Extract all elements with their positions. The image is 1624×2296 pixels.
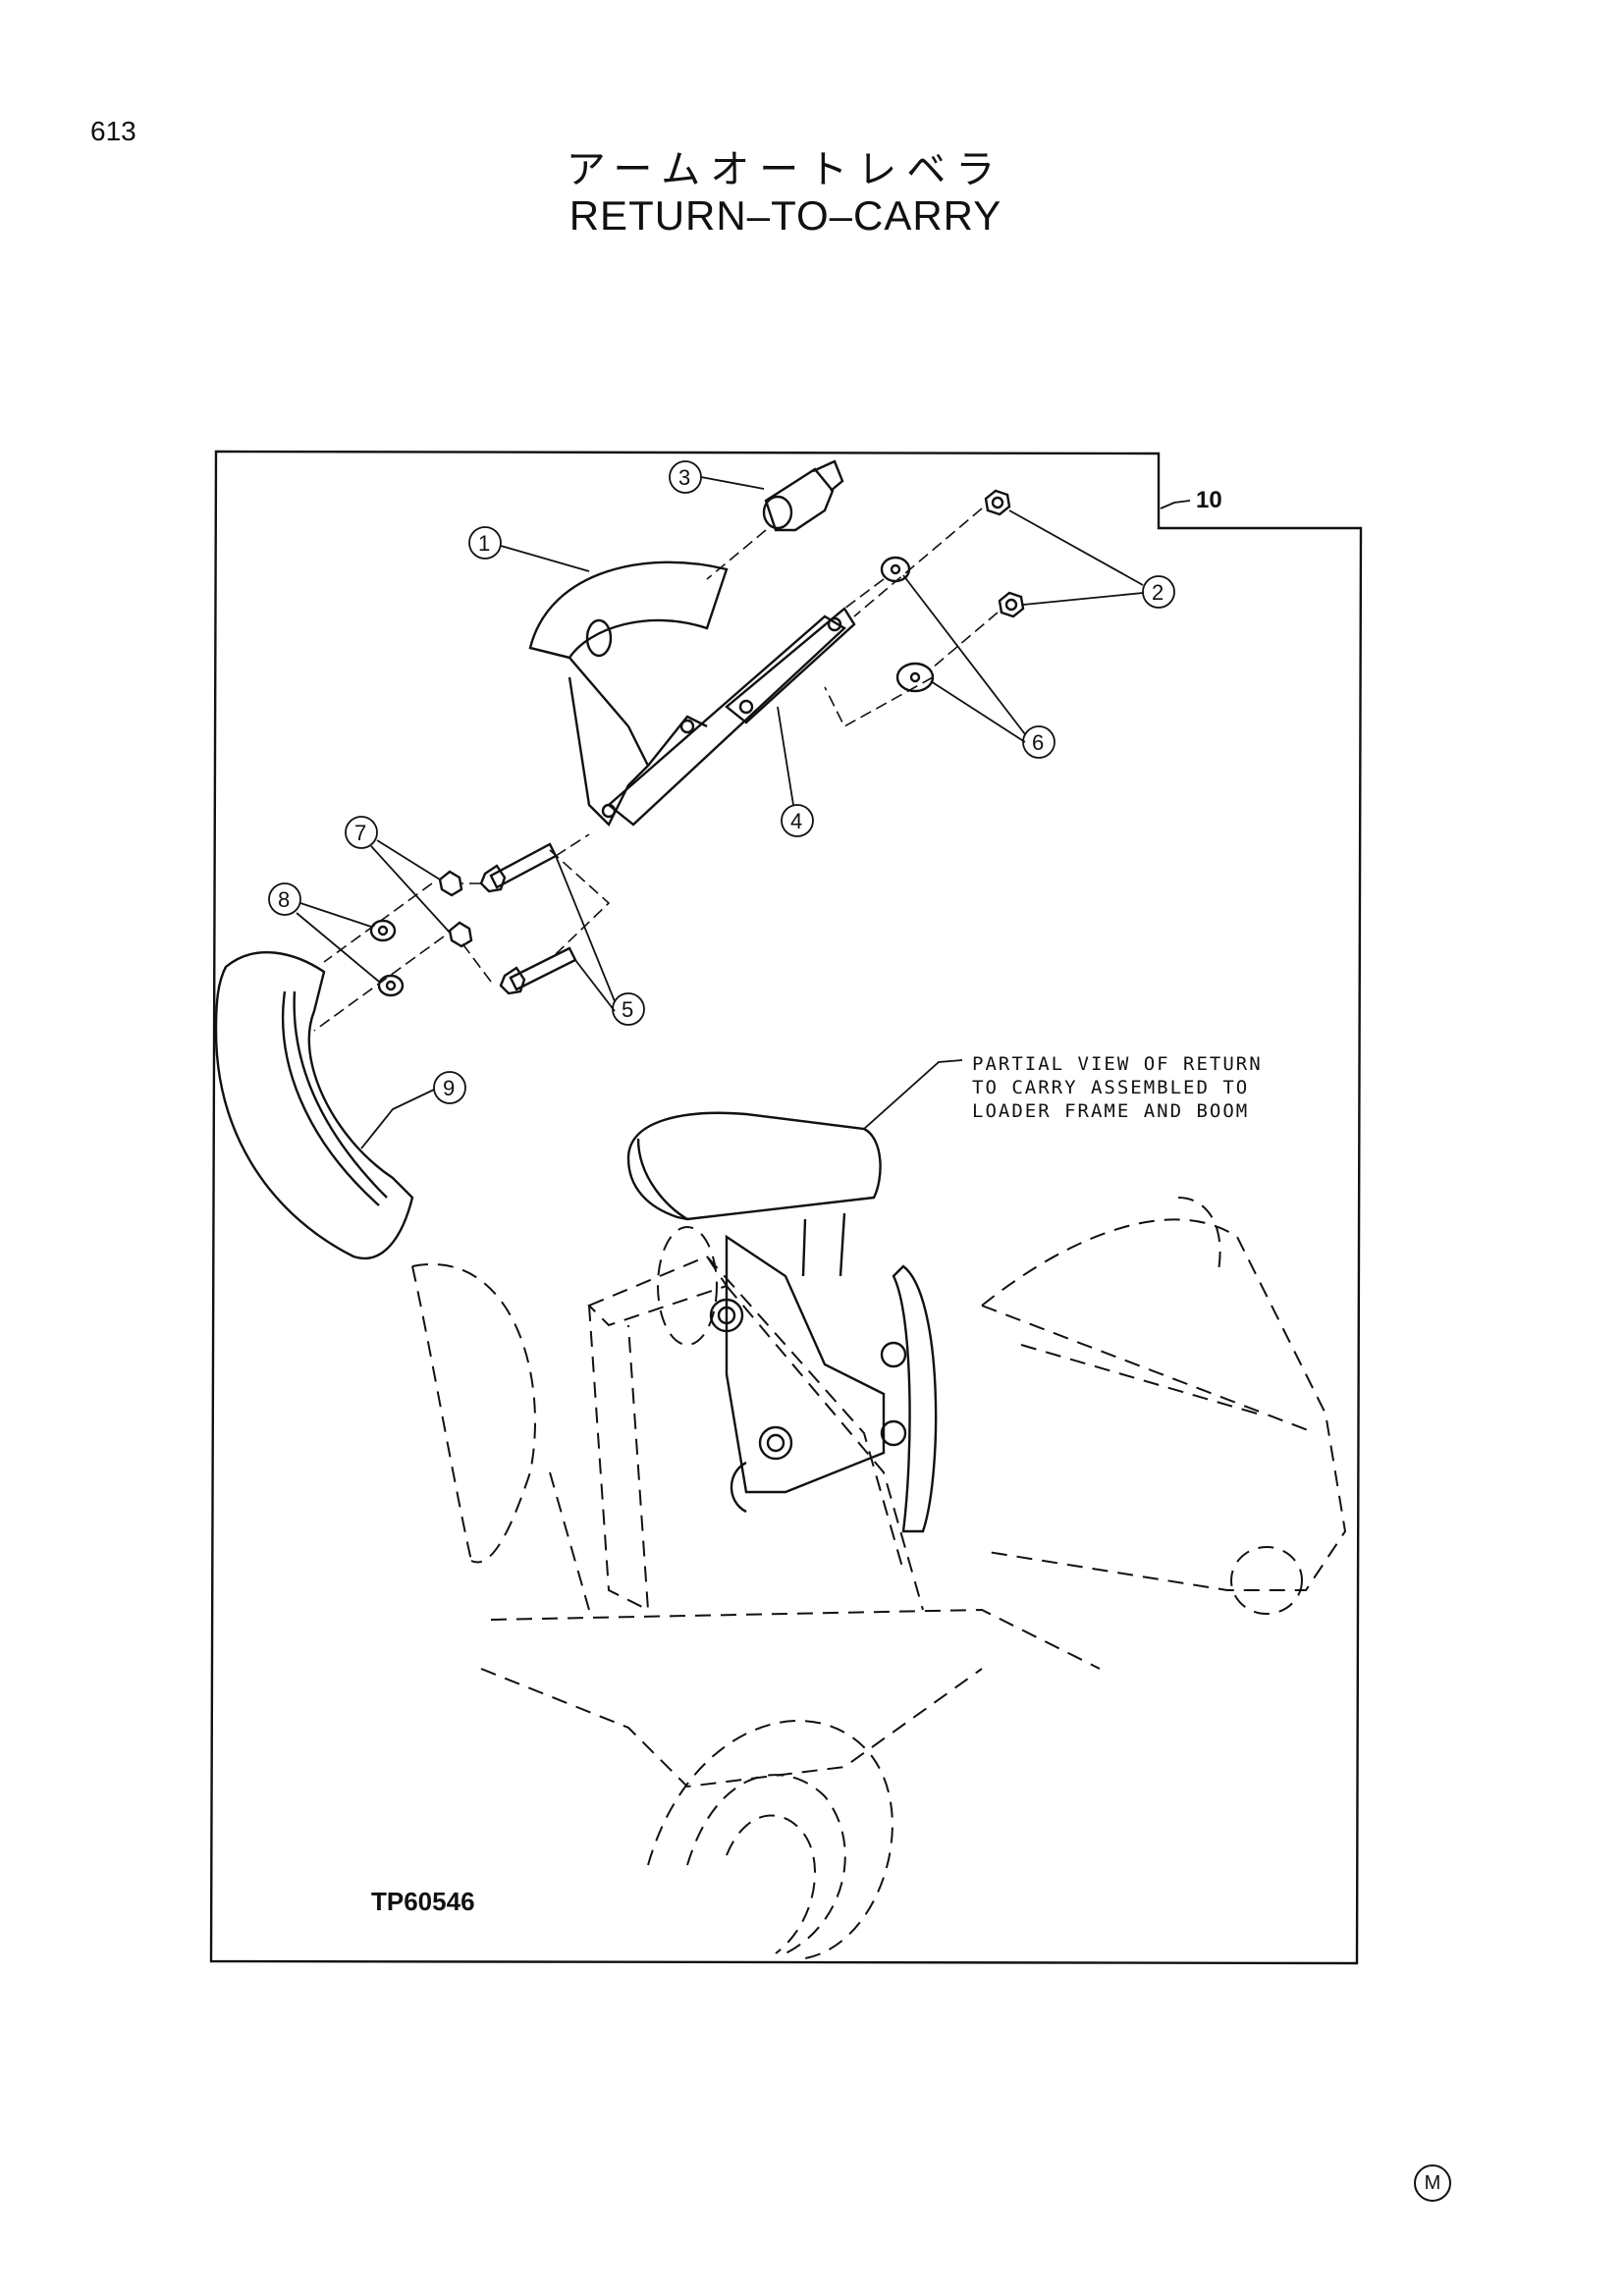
- note-leader: [863, 1059, 963, 1130]
- callout-6-text: 6: [1032, 730, 1044, 755]
- title-japanese: アームオートレベラ: [566, 147, 1005, 192]
- callout-5: [555, 855, 645, 1026]
- center-lines-5: [549, 833, 611, 955]
- diagram-frame: [209, 450, 1363, 1965]
- part-7-bolts: [438, 870, 473, 948]
- part-5-bolts: [479, 842, 577, 995]
- callout-2-text: 2: [1152, 580, 1164, 605]
- center-line-3: [706, 529, 767, 580]
- note-line-3: LOADER FRAME AND BOOM: [972, 1100, 1249, 1122]
- callout-9: [360, 1071, 466, 1149]
- callout-4-text: 4: [790, 809, 802, 833]
- part-3-fitting: [762, 459, 844, 532]
- part-9-curved-plate: [214, 951, 414, 1259]
- leader-10: [1160, 500, 1191, 509]
- callout-6: [902, 574, 1056, 759]
- callout-2: [1008, 509, 1175, 609]
- part-2-nuts: [984, 489, 1025, 618]
- part-1-bracket: [528, 561, 729, 828]
- page-number: 613: [90, 116, 136, 146]
- center-lines-lower: [313, 882, 492, 1032]
- callout-1-text: 1: [478, 531, 490, 556]
- note-line-1: PARTIAL VIEW OF RETURN: [972, 1053, 1263, 1075]
- callout-5-text: 5: [622, 997, 633, 1022]
- trademark-badge: M: [1414, 2164, 1451, 2202]
- part-4-link: [601, 607, 856, 827]
- callout-8-text: 8: [278, 887, 290, 912]
- callout-9-text: 9: [443, 1076, 455, 1100]
- callout-3: [669, 460, 765, 494]
- callout-8: [268, 882, 380, 983]
- callout-1: [468, 526, 590, 572]
- center-lines-upper: [824, 507, 999, 728]
- part-8-washers: [369, 919, 405, 997]
- assembled-view: [411, 1111, 1347, 1959]
- page-title: RETURN–TO–CARRY: [568, 192, 1002, 239]
- note-line-2: TO CARRY ASSEMBLED TO: [972, 1077, 1249, 1098]
- callout-4: [777, 706, 814, 837]
- callout-10: 10: [1196, 487, 1222, 513]
- figure-code: TP60546: [371, 1887, 475, 1916]
- part-6-washers: [880, 556, 935, 693]
- callout-3-text: 3: [678, 465, 690, 490]
- callout-7-text: 7: [354, 821, 366, 845]
- callout-7: [345, 816, 451, 934]
